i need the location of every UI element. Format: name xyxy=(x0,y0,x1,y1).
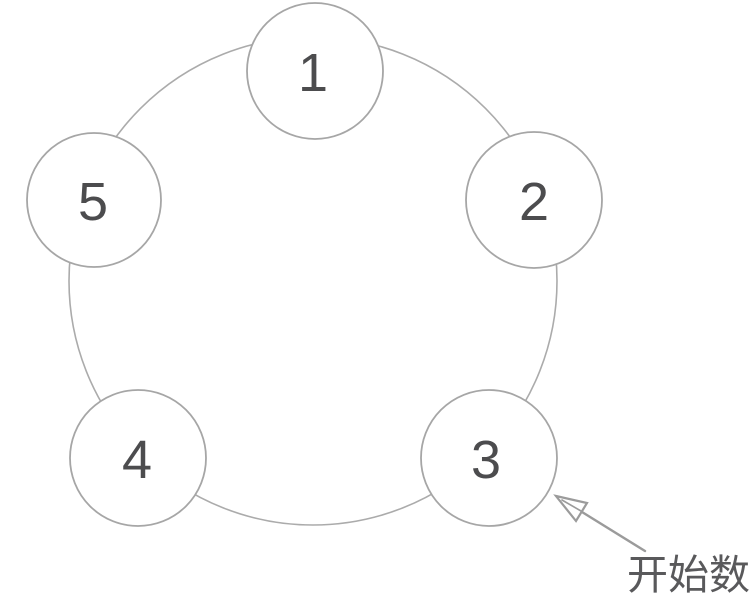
node-1-circle xyxy=(246,2,384,140)
start-arrow xyxy=(553,494,647,553)
node-5-circle xyxy=(26,132,162,268)
node-3-circle xyxy=(420,389,558,527)
node-4: 4 xyxy=(69,389,207,527)
node-1: 1 xyxy=(246,2,384,140)
node-4-label: 4 xyxy=(122,430,152,490)
node-5: 5 xyxy=(26,132,162,268)
node-5-label: 5 xyxy=(78,172,108,232)
node-4-circle xyxy=(69,389,207,527)
node-3-label: 3 xyxy=(471,430,501,490)
node-1-label: 1 xyxy=(298,43,328,103)
arrow-shaft-line xyxy=(580,510,647,553)
arrowhead-icon xyxy=(553,494,589,523)
arrowhead-inner-line xyxy=(561,499,582,512)
node-2-label: 2 xyxy=(519,172,549,232)
node-2: 2 xyxy=(465,131,603,269)
node-3: 3 xyxy=(420,389,558,527)
node-2-circle xyxy=(465,131,603,269)
start-label: 开始数 xyxy=(627,551,750,599)
